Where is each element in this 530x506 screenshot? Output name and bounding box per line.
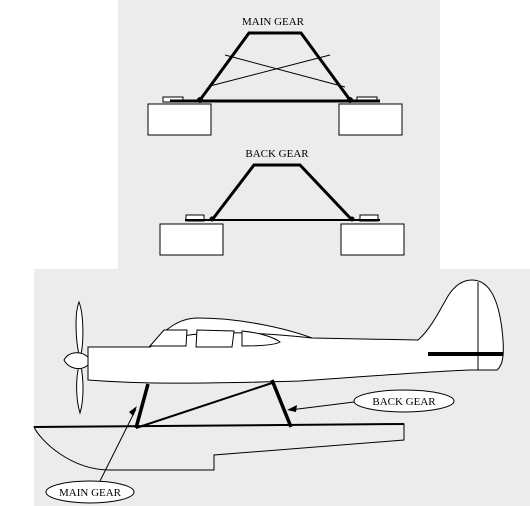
back-gear-strut — [210, 163, 354, 222]
right-pivot — [347, 97, 353, 103]
callout-label: BACK GEAR — [372, 396, 436, 408]
main-gear-strut — [198, 31, 352, 101]
leader-line — [289, 401, 355, 411]
float-deck — [33, 423, 405, 428]
cabin-window-1 — [195, 329, 235, 348]
left-pivot — [197, 97, 203, 103]
gear-diagonal-brace — [135, 382, 273, 429]
main-gear-title: MAIN GEAR — [242, 16, 305, 28]
spinner — [63, 352, 89, 370]
cabin-window-2 — [241, 330, 281, 347]
airplane-side-view — [33, 279, 504, 471]
propeller-bottom-blade — [76, 360, 84, 415]
propeller-top-blade — [75, 300, 84, 360]
left-float-block — [147, 103, 212, 136]
arrowhead — [287, 405, 297, 412]
right-pivot — [349, 216, 355, 222]
left-pivot — [209, 216, 215, 222]
right-float-block — [338, 103, 403, 136]
callout-bubble — [353, 389, 455, 413]
cross-brace-2 — [224, 54, 346, 88]
float — [33, 423, 405, 471]
fuselage — [87, 279, 504, 384]
back-gear-leg — [270, 379, 293, 428]
arrowhead — [129, 406, 137, 416]
windshield — [148, 329, 188, 347]
leader-line — [99, 408, 137, 482]
cross-brace-1 — [209, 54, 331, 87]
right-float-block — [340, 223, 405, 256]
main-gear-front-view: MAIN GEAR — [147, 16, 403, 136]
callout-label: MAIN GEAR — [59, 487, 122, 499]
back-gear-title: BACK GEAR — [245, 148, 309, 160]
main-gear-callout: MAIN GEAR — [45, 406, 137, 504]
left-float-block — [159, 223, 224, 256]
back-gear-front-view: BACK GEAR — [159, 148, 405, 256]
main-gear-leg — [134, 383, 150, 429]
callout-bubble — [45, 480, 135, 504]
back-gear-callout: BACK GEAR — [287, 389, 455, 413]
